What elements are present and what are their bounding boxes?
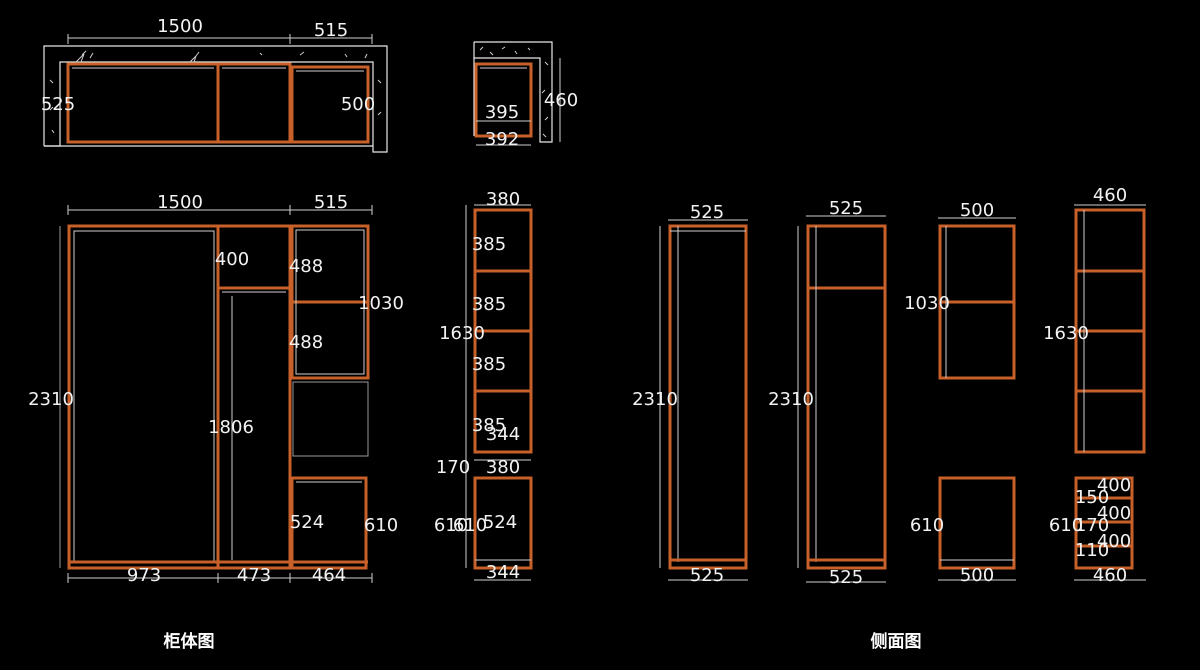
front-upper-unit-height: 1030 — [358, 293, 404, 314]
plan-depth-right: 500 — [341, 94, 375, 115]
plan-view: 1500 515 525 500 — [41, 16, 388, 153]
side-d-r1: 400 — [1097, 475, 1131, 496]
side-b-bottom: 525 — [829, 567, 863, 588]
front-shelf-2: 488 — [289, 332, 323, 353]
side-d-l3: 110 — [1075, 540, 1109, 561]
side-c-top: 500 — [960, 200, 994, 221]
side-d-top: 460 — [1093, 185, 1127, 206]
front-main-width: 1500 — [157, 192, 203, 213]
side-view-c: 500 1030 610 500 — [904, 200, 1016, 586]
front-elevation: 1500 515 2310 400 1806 488 488 1030 — [28, 192, 404, 586]
side-b-top: 525 — [829, 198, 863, 219]
plan-right-width: 515 — [314, 20, 348, 41]
side-c-height: 1030 — [904, 293, 950, 314]
side-a-height: 2310 — [632, 389, 678, 410]
narrow-lower-inner: 524 — [483, 512, 517, 533]
front-bottom-1: 973 — [127, 565, 161, 586]
narrow-lower-width: 380 — [486, 457, 520, 478]
front-top-section: 400 — [215, 249, 249, 270]
narrow-upper-height: 1630 — [439, 323, 485, 344]
side-view-d: 460 1630 610 400 400 400 150 170 110 460 — [1043, 185, 1146, 586]
side-view-a: 525 2310 525 — [632, 202, 748, 586]
plan-small-depth: 460 — [544, 90, 578, 111]
side-d-r3: 400 — [1097, 531, 1131, 552]
plan-small-inner-width: 395 — [485, 102, 519, 123]
side-d-l1: 150 — [1075, 487, 1109, 508]
side-c-lower-height: 610 — [910, 515, 944, 536]
narrow-lower-height-b: 610 — [453, 515, 487, 536]
front-bottom-3: 464 — [312, 565, 346, 586]
side-d-lower-height: 610 — [1049, 515, 1083, 536]
plan-main-width: 1500 — [157, 16, 203, 37]
narrow-shelf-1: 385 — [472, 234, 506, 255]
front-bottom-2: 473 — [237, 565, 271, 586]
front-drawer-height: 610 — [364, 515, 398, 536]
front-shelf-1: 488 — [289, 256, 323, 277]
side-a-bottom: 525 — [690, 565, 724, 586]
narrow-lower-bottom: 344 — [486, 562, 520, 583]
side-b-height: 2310 — [768, 389, 814, 410]
narrow-unit: 380 385 385 385 385 1630 344 170 380 610… — [434, 189, 533, 583]
narrow-upper-inner-width: 344 — [486, 424, 520, 445]
side-d-r2: 400 — [1097, 503, 1131, 524]
front-hang-height: 1806 — [208, 417, 254, 438]
narrow-shelf-4: 385 — [472, 415, 506, 436]
plan-small-view: 395 392 460 — [473, 41, 578, 150]
narrow-shelf-2: 385 — [472, 294, 506, 315]
side-d-bottom: 460 — [1093, 565, 1127, 586]
narrow-gap: 170 — [436, 457, 470, 478]
front-drawer-inner: 524 — [290, 512, 324, 533]
front-height-total: 2310 — [28, 389, 74, 410]
side-d-l2: 170 — [1075, 515, 1109, 536]
narrow-shelf-3: 385 — [472, 354, 506, 375]
narrow-top-width: 380 — [486, 189, 520, 210]
side-a-top: 525 — [690, 202, 724, 223]
caption-cabinet: 柜体图 — [164, 631, 215, 652]
side-view-b: 525 2310 525 — [768, 198, 887, 588]
narrow-lower-height: 610 — [434, 515, 468, 536]
caption-side: 侧面图 — [871, 631, 922, 652]
front-right-width: 515 — [314, 192, 348, 213]
plan-small-outer-width: 392 — [485, 129, 519, 150]
side-c-bottom: 500 — [960, 565, 994, 586]
side-d-height: 1630 — [1043, 323, 1089, 344]
plan-depth-left: 525 — [41, 94, 75, 115]
